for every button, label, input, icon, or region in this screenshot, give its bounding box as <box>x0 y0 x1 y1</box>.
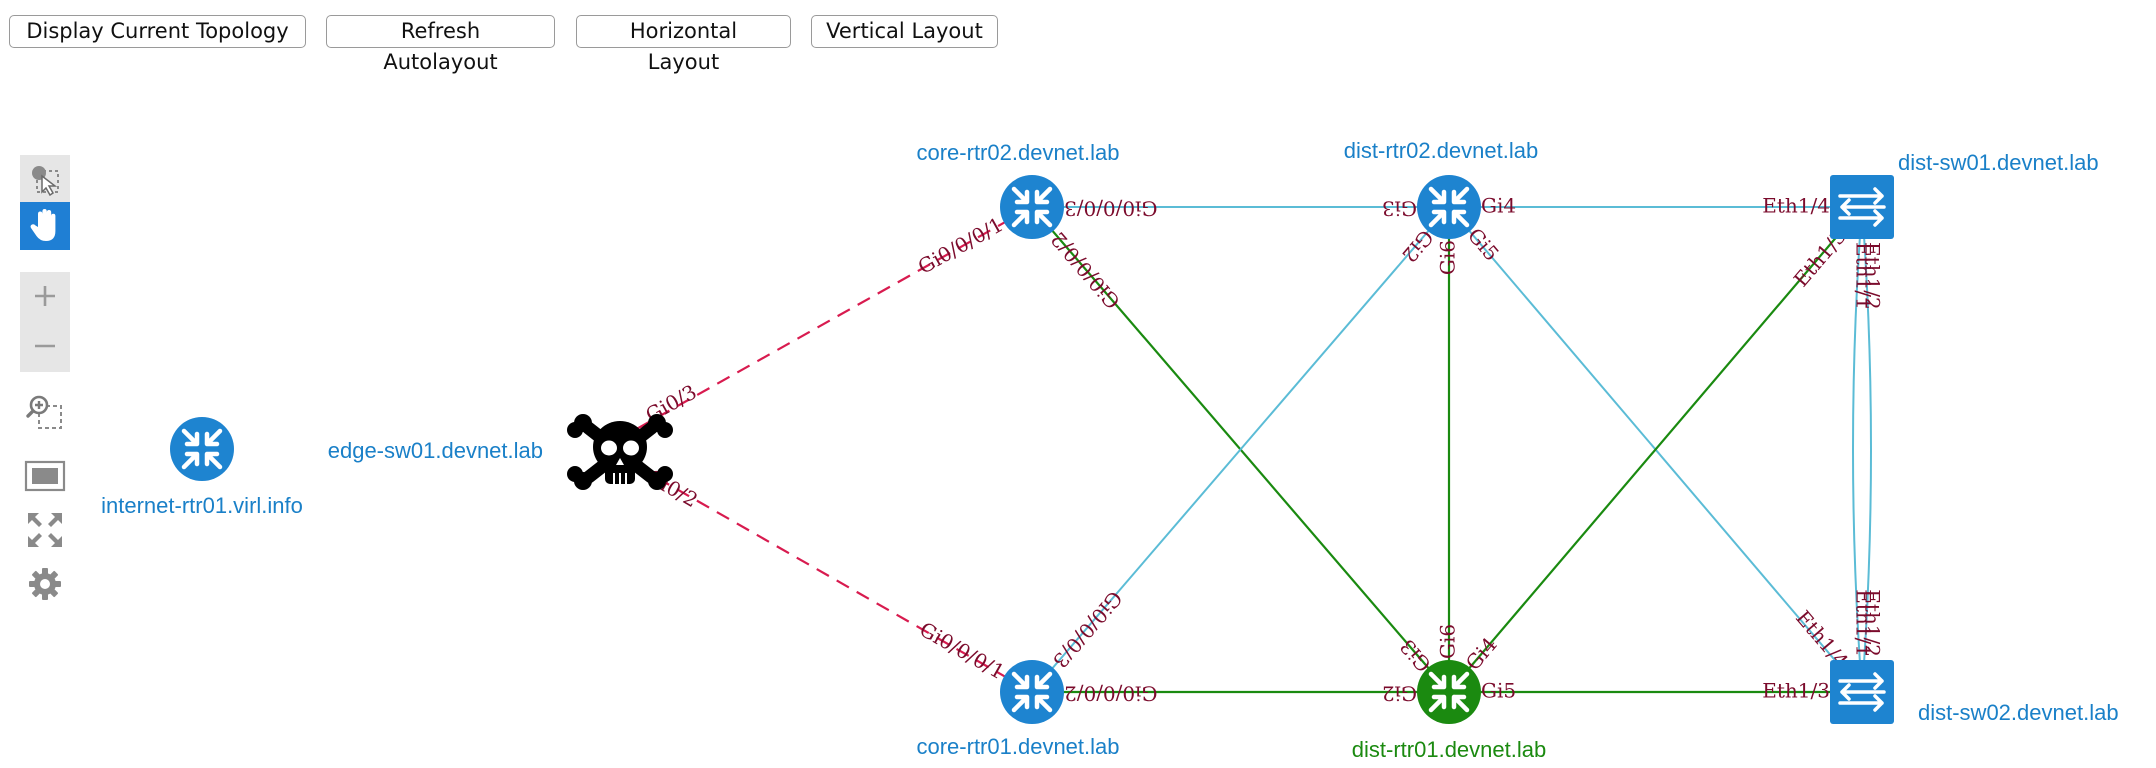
port-label-core1-gi0003: Gi0/0/0/3 <box>1048 586 1127 673</box>
port-label-dist1-gi2: Gi2 <box>1382 682 1417 706</box>
display-current-topology-button[interactable]: Display Current Topology <box>9 15 306 48</box>
port-label-sw1-eth11: Eth1/1 <box>1852 242 1876 310</box>
node-dist-rtr01[interactable]: dist-rtr01.devnet.lab <box>1352 660 1546 762</box>
port-label-dist1-gi5: Gi5 <box>1481 679 1516 703</box>
port-label-core2-gi0002: Gi0/0/0/2 <box>1046 227 1125 314</box>
node-dist-rtr02[interactable]: dist-rtr02.devnet.lab <box>1344 138 1538 239</box>
port-label-core1-gi0002: Gi0/0/0/2 <box>1064 682 1158 706</box>
settings-gear-icon[interactable] <box>20 560 70 608</box>
node-label-core-rtr01: core-rtr01.devnet.lab <box>917 734 1120 759</box>
port-label-dist2-gi4: Gi4 <box>1481 194 1516 218</box>
router-icon <box>170 417 234 481</box>
router-icon <box>1000 660 1064 724</box>
pan-hand-icon[interactable] <box>20 202 70 250</box>
router-icon <box>1417 175 1481 239</box>
port-label-core2-gi0001: Gi0/0/0/1 <box>914 212 1007 279</box>
node-label-edge-sw01: edge-sw01.devnet.lab <box>328 438 543 463</box>
port-label-dist2-gi3: Gi3 <box>1382 197 1417 221</box>
port-label-sw2-eth11: Eth1/1 <box>1852 589 1876 657</box>
link-edge-core1[interactable] <box>616 454 1033 693</box>
link-dist1-sw1[interactable] <box>1448 206 1863 693</box>
node-core-rtr02[interactable]: core-rtr02.devnet.lab <box>917 140 1120 239</box>
vertical-layout-button[interactable]: Vertical Layout <box>811 15 998 48</box>
node-label-dist-rtr01: dist-rtr01.devnet.lab <box>1352 737 1546 762</box>
node-label-dist-rtr02: dist-rtr02.devnet.lab <box>1344 138 1538 163</box>
node-label-dist-sw01: dist-sw01.devnet.lab <box>1898 150 2099 175</box>
port-labels-layer: Gi0/3 Gi0/2 Gi0/0/0/1 Gi0/0/0/1 Gi0/0/0/… <box>641 194 1884 706</box>
node-dist-sw02[interactable]: dist-sw02.devnet.lab <box>1830 660 2119 725</box>
select-tool-icon[interactable] <box>20 155 70 203</box>
router-icon <box>1000 175 1064 239</box>
node-internet-rtr01[interactable]: internet-rtr01.virl.info <box>101 417 303 518</box>
port-label-core2-gi0003: Gi0/0/0/3 <box>1064 197 1158 221</box>
nodes-layer: internet-rtr01.virl.info edge-sw01.devne… <box>101 138 2118 762</box>
port-label-sw1-eth14: Eth1/4 <box>1762 194 1830 218</box>
port-label-dist2-gi6: Gi6 <box>1436 240 1460 275</box>
zoom-selection-icon[interactable] <box>20 388 70 436</box>
port-label-core1-gi0001: Gi0/0/0/1 <box>916 617 1009 684</box>
link-core1-dist2[interactable] <box>1031 206 1450 693</box>
port-label-dist1-gi6: Gi6 <box>1436 624 1460 659</box>
links-layer <box>616 206 1872 694</box>
router-icon <box>1417 660 1481 724</box>
refresh-autolayout-button[interactable]: Refresh Autolayout <box>326 15 555 74</box>
node-label-dist-sw02: dist-sw02.devnet.lab <box>1918 700 2119 725</box>
zoom-out-icon[interactable] <box>20 322 70 370</box>
port-label-sw2-eth13: Eth1/3 <box>1762 679 1830 703</box>
link-edge-core2[interactable] <box>616 206 1033 441</box>
node-label-internet-rtr01: internet-rtr01.virl.info <box>101 493 303 518</box>
link-sw1-sw2-b[interactable] <box>1861 206 1872 693</box>
zoom-in-icon[interactable] <box>20 272 70 320</box>
fullscreen-icon[interactable] <box>20 506 70 554</box>
port-label-sw1-eth12: Eth1/2 <box>1861 242 1885 310</box>
node-label-core-rtr02: core-rtr02.devnet.lab <box>917 140 1120 165</box>
node-edge-sw01[interactable]: edge-sw01.devnet.lab <box>328 413 674 491</box>
link-sw1-sw2-a[interactable] <box>1852 206 1863 693</box>
port-label-sw2-eth12: Eth1/2 <box>1861 589 1885 657</box>
node-dist-sw01[interactable]: dist-sw01.devnet.lab <box>1830 150 2099 239</box>
skull-icon <box>566 413 674 491</box>
horizontal-layout-button[interactable]: Horizontal Layout <box>576 15 791 74</box>
fit-to-screen-icon[interactable] <box>20 452 70 500</box>
node-core-rtr01[interactable]: core-rtr01.devnet.lab <box>917 660 1120 759</box>
